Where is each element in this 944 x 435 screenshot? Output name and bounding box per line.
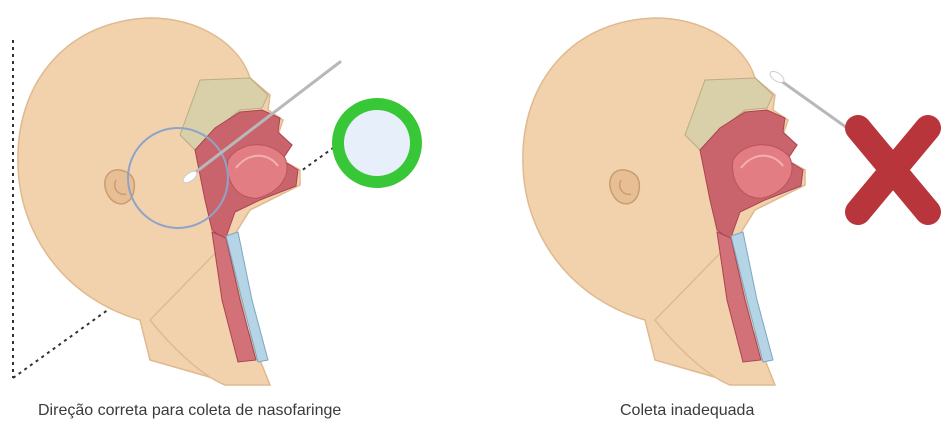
right-head-illustration [523,18,850,385]
caption-incorrect: Coleta inadequada [620,402,754,420]
caption-correct: Direção correta para coleta de nasofarin… [38,402,341,420]
green-ring-icon [332,98,422,188]
left-head-illustration [13,18,422,385]
swab-tip [768,69,786,85]
red-cross-icon [858,128,928,212]
